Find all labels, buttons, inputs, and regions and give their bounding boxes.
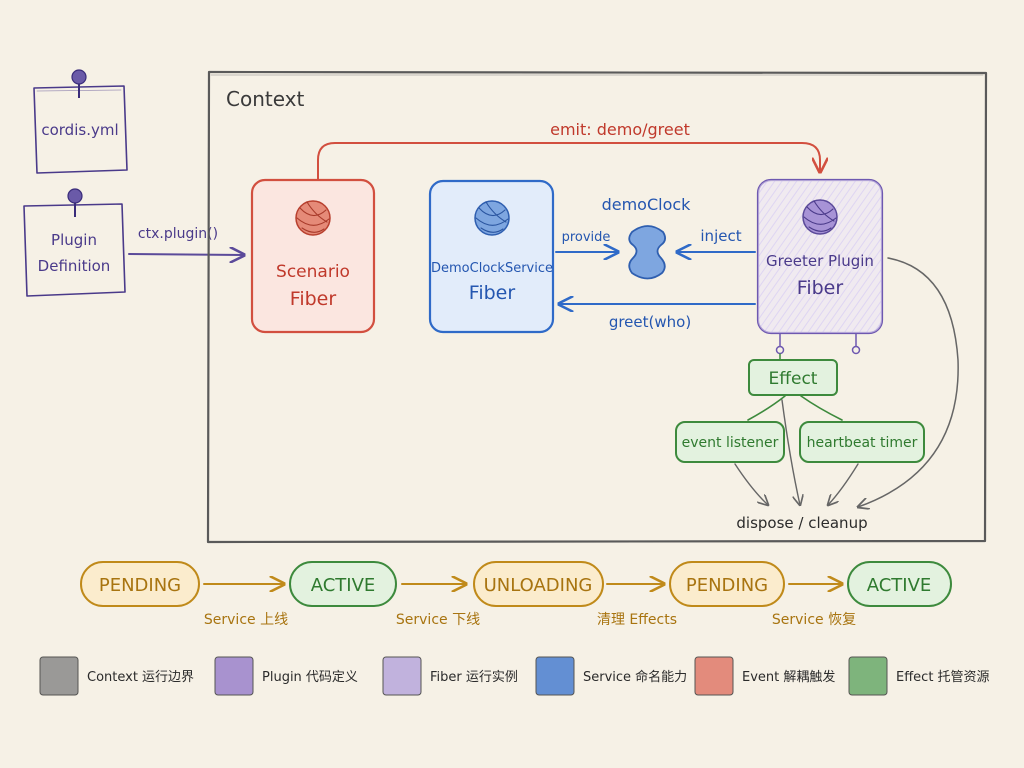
demo-clock-label: demoClock [602,195,692,214]
effect-branches [747,395,843,421]
legend-swatch [848,656,888,696]
fiber-port [775,345,785,355]
dispose-edge [781,399,800,505]
greet-edge: greet(who) [559,304,756,331]
event-listener-label: event listener [682,435,779,451]
legend-item: Plugin 代码定义 [214,656,358,696]
legend-item: Service 命名能力 [535,656,687,696]
transition-label: Service 上线 [204,612,288,628]
pushpin-icon [71,69,87,98]
inject-label: inject [700,227,741,245]
plugin-note-line1: Plugin [51,231,97,249]
lifecycle-state-active-2: ACTIVE [847,561,952,607]
dispose-edge [828,463,859,505]
heartbeat-timer-node: heartbeat timer [799,421,925,463]
state-label: UNLOADING [484,575,593,596]
clock-service-fiber: DemoClockService Fiber [428,179,555,334]
transition-label: Service 恢复 [772,611,856,628]
legend-item: Effect 托管资源 [848,656,990,696]
lifecycle-state-pending-2: PENDING [669,561,785,607]
demo-clock-service-token: demoClock [602,195,692,280]
ctx-plugin-label: ctx.plugin() [138,226,218,242]
yarn-ball-icon [802,199,838,235]
greeter-plugin-fiber: Greeter Plugin Fiber [756,178,884,355]
state-label: ACTIVE [311,575,376,596]
clock-fiber-line1: DemoClockService [431,261,553,276]
fiber-port [851,345,861,355]
context-boundary: Context [206,70,988,544]
emit-edge: emit: demo/greet [317,120,820,181]
effect-label: Effect [769,369,818,389]
provide-edge: provide [555,230,618,252]
legend-label: Plugin 代码定义 [262,670,358,685]
scenario-fiber-line2: Fiber [290,288,337,310]
event-listener-node: event listener [675,421,785,463]
dispose-label: dispose / cleanup [736,514,867,532]
state-label: ACTIVE [867,575,932,596]
legend-swatch [382,656,422,696]
lifecycle-state-unloading: UNLOADING [473,561,604,607]
scenario-fiber: Scenario Fiber [250,178,376,334]
config-note: cordis.yml [33,69,128,174]
clock-fiber-line2: Fiber [469,282,516,304]
legend: Context 运行边界 Plugin 代码定义 Fiber 运行实例 Service… [39,656,990,696]
legend-swatch [214,656,254,696]
pushpin-icon [67,188,83,217]
greet-label: greet(who) [609,313,691,331]
legend-item: Event 解耦触发 [694,656,835,696]
greeter-fiber-line1: Greeter Plugin [766,252,874,270]
legend-label: Event 解耦触发 [742,669,835,685]
lifecycle-state-pending: PENDING [80,561,200,607]
lifecycle-state-active: ACTIVE [289,561,397,607]
legend-label: Effect 托管资源 [896,670,990,685]
ctx-plugin-edge: ctx.plugin() [128,226,244,255]
transition-label: Service 下线 [396,612,480,628]
legend-swatch [39,656,79,696]
config-note-label: cordis.yml [41,121,118,139]
legend-swatch [535,656,575,696]
effect-node: Effect [748,353,838,396]
lifecycle: PENDING Service 上线 ACTIVE Service 下线 UNL… [80,561,952,628]
state-label: PENDING [686,575,768,596]
legend-item: Fiber 运行实例 [382,656,518,696]
legend-swatch [694,656,734,696]
plugin-definition-note: Plugin Definition [23,188,126,297]
legend-label: Fiber 运行实例 [430,670,518,685]
yarn-ball-icon [474,200,510,236]
emit-label: emit: demo/greet [550,120,690,139]
provide-label: provide [562,230,611,245]
state-label: PENDING [99,575,181,596]
legend-item: Context 运行边界 [39,656,194,696]
greeter-dispose-edge [858,257,959,507]
dispose-edge [734,463,768,505]
inject-edge: inject [677,227,756,252]
scenario-fiber-line1: Scenario [276,262,350,282]
plugin-note-line2: Definition [38,257,111,275]
transition-label: 清理 Effects [597,612,677,628]
yarn-ball-icon [295,200,331,236]
greeter-fiber-line2: Fiber [797,277,844,299]
heartbeat-timer-label: heartbeat timer [807,435,918,451]
legend-label: Service 命名能力 [583,669,687,685]
context-title: Context [226,87,305,111]
legend-label: Context 运行边界 [87,670,194,685]
